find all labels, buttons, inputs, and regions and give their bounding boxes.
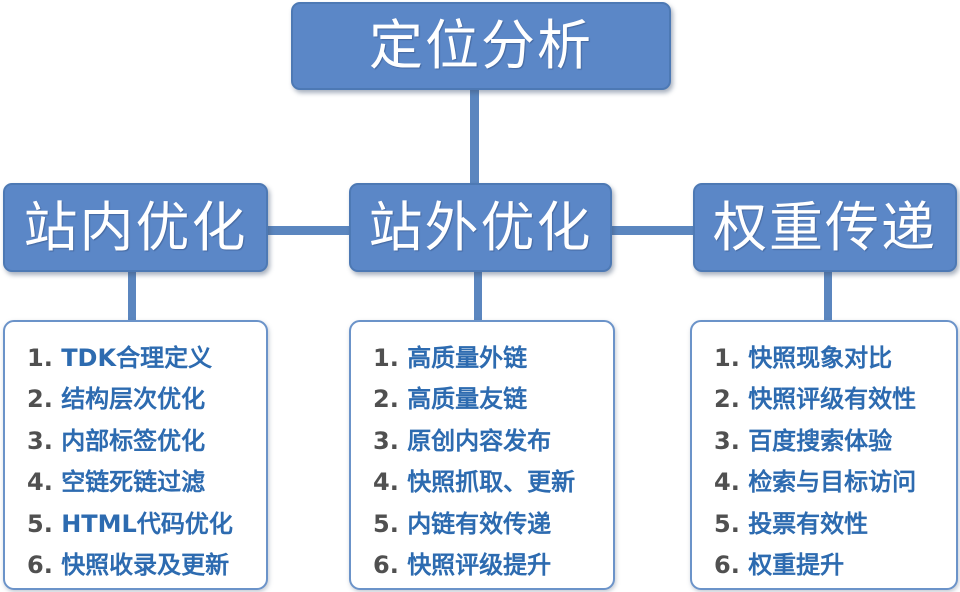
item-text: 内链有效传递 xyxy=(407,509,552,538)
list-item: 2. 结构层次优化 xyxy=(27,379,266,420)
list-item: 1. 高质量外链 xyxy=(373,338,613,379)
item-text: 快照抓取、更新 xyxy=(407,468,576,497)
list-item: 5. 投票有效性 xyxy=(714,504,956,545)
item-number: 2. xyxy=(27,385,53,414)
item-number: 3. xyxy=(373,426,399,455)
item-list: 1. 快照现象对比 2. 快照评级有效性 3. 百度搜索体验 4. 检索与目标访… xyxy=(692,322,956,586)
connector-root-to-middle xyxy=(470,88,479,188)
item-number: 4. xyxy=(373,468,399,497)
item-text: 结构层次优化 xyxy=(61,385,206,414)
list-box-offsite: 1. 高质量外链 2. 高质量友链 3. 原创内容发布 4. 快照抓取、更新 5… xyxy=(349,320,615,590)
item-text: 权重提升 xyxy=(748,550,845,579)
connector-middle-to-list xyxy=(474,270,482,322)
item-number: 1. xyxy=(373,344,399,372)
item-number: 6. xyxy=(714,550,740,579)
item-number: 3. xyxy=(27,426,53,455)
item-number: 3. xyxy=(714,426,740,455)
item-number: 6. xyxy=(27,550,53,579)
item-text: 检索与目标访问 xyxy=(748,468,917,497)
item-number: 5. xyxy=(27,509,53,538)
item-text: 百度搜索体验 xyxy=(748,426,893,455)
list-item: 6. 快照评级提升 xyxy=(373,545,613,586)
connector-right-to-list xyxy=(824,270,832,322)
item-list: 1. 高质量外链 2. 高质量友链 3. 原创内容发布 4. 快照抓取、更新 5… xyxy=(351,322,613,586)
item-number: 4. xyxy=(714,468,740,497)
item-number: 6. xyxy=(373,550,399,579)
item-number: 2. xyxy=(373,385,399,414)
item-text: 快照现象对比 xyxy=(748,344,893,372)
item-text: 原创内容发布 xyxy=(407,426,552,455)
item-number: 2. xyxy=(714,385,740,414)
list-item: 4. 检索与目标访问 xyxy=(714,462,956,503)
list-item: 4. 快照抓取、更新 xyxy=(373,462,613,503)
branch-title: 站外优化 xyxy=(368,195,593,259)
list-item: 5. HTML代码优化 xyxy=(27,504,266,545)
branch-title: 站内优化 xyxy=(23,195,248,259)
connector-left-to-list xyxy=(128,270,136,322)
list-item: 2. 快照评级有效性 xyxy=(714,379,956,420)
item-text: 快照收录及更新 xyxy=(61,550,230,579)
item-text: HTML代码优化 xyxy=(61,509,233,538)
list-item: 6. 快照收录及更新 xyxy=(27,545,266,586)
list-item: 6. 权重提升 xyxy=(714,545,956,586)
list-item: 3. 原创内容发布 xyxy=(373,421,613,462)
item-text: 快照评级有效性 xyxy=(748,385,917,414)
item-text: 快照评级提升 xyxy=(407,550,552,579)
list-item: 4. 空链死链过滤 xyxy=(27,462,266,503)
root-node: 定位分析 xyxy=(291,2,671,90)
list-item: 1. 快照现象对比 xyxy=(714,338,956,379)
list-item: 3. 百度搜索体验 xyxy=(714,421,956,462)
item-text: 高质量外链 xyxy=(407,344,528,372)
item-text: TDK合理定义 xyxy=(61,344,213,372)
item-text: 空链死链过滤 xyxy=(61,468,206,497)
item-number: 5. xyxy=(714,509,740,538)
connector-middle-to-right xyxy=(610,226,700,235)
branch-header-onsite: 站内优化 xyxy=(3,183,268,272)
list-box-weight: 1. 快照现象对比 2. 快照评级有效性 3. 百度搜索体验 4. 检索与目标访… xyxy=(690,320,958,590)
branch-header-weight: 权重传递 xyxy=(693,183,957,272)
list-item: 5. 内链有效传递 xyxy=(373,504,613,545)
root-title: 定位分析 xyxy=(369,14,593,77)
connector-left-to-middle xyxy=(265,226,355,235)
list-box-onsite: 1. TDK合理定义 2. 结构层次优化 3. 内部标签优化 4. 空链死链过滤… xyxy=(3,320,268,590)
item-number: 4. xyxy=(27,468,53,497)
item-list: 1. TDK合理定义 2. 结构层次优化 3. 内部标签优化 4. 空链死链过滤… xyxy=(5,322,266,586)
branch-header-offsite: 站外优化 xyxy=(349,183,612,272)
item-number: 1. xyxy=(27,344,53,372)
list-item: 2. 高质量友链 xyxy=(373,379,613,420)
item-text: 投票有效性 xyxy=(748,509,869,538)
list-item: 3. 内部标签优化 xyxy=(27,421,266,462)
item-text: 内部标签优化 xyxy=(61,426,206,455)
branch-title: 权重传递 xyxy=(713,195,937,259)
item-number: 5. xyxy=(373,509,399,538)
item-text: 高质量友链 xyxy=(407,385,528,414)
list-item: 1. TDK合理定义 xyxy=(27,338,266,379)
item-number: 1. xyxy=(714,344,740,372)
